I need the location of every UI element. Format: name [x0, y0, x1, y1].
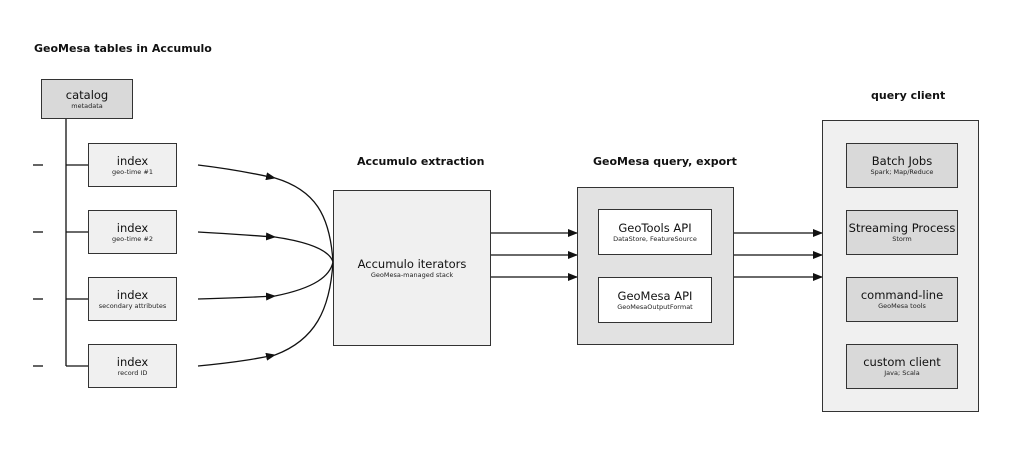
- client-title-text: Batch Jobs: [871, 154, 933, 168]
- iterators-subtitle: GeoMesa-managed stack: [370, 270, 454, 279]
- extraction-title: Accumulo extraction: [357, 155, 485, 168]
- merge-curve-3: [274, 261, 334, 297]
- geomesa-api-box: GeoMesa API GeoMesaOutputFormat: [598, 277, 712, 323]
- index-arrow-1: [197, 164, 276, 181]
- client-box-streaming-process: Streaming Process Storm: [846, 210, 958, 255]
- geotools-api-box: GeoTools API DataStore, FeatureSource: [598, 209, 712, 255]
- index-title: index: [116, 153, 149, 168]
- index-arrow-3: [197, 292, 276, 301]
- catalog-subtitle: metadata: [71, 101, 103, 110]
- index-subtitle: geo-time #2: [112, 234, 153, 243]
- index-subtitle: geo-time #1: [112, 167, 153, 176]
- index-box-secondary-attributes: index secondary attributes: [88, 277, 177, 321]
- client-subtitle-text: GeoMesa tools: [878, 302, 926, 310]
- tables-title: GeoMesa tables in Accumulo: [34, 42, 212, 55]
- client-title-text: command-line: [860, 288, 944, 302]
- client-subtitle-text: Spark; Map/Reduce: [870, 168, 934, 176]
- index-title: index: [116, 354, 149, 369]
- client-box-batch-jobs: Batch Jobs Spark; Map/Reduce: [846, 143, 958, 188]
- merge-curve-4: [274, 261, 334, 356]
- index-subtitle: record ID: [117, 368, 148, 377]
- client-title-text: custom client: [863, 355, 941, 369]
- index-box-geo-time-1: index geo-time #1: [88, 143, 177, 187]
- client-title-text: Streaming Process: [848, 221, 956, 235]
- index-title: index: [116, 220, 149, 235]
- client-box-command-line: command-line GeoMesa tools: [846, 277, 958, 322]
- iterators-title: Accumulo iterators: [357, 256, 467, 271]
- index-box-geo-time-2: index geo-time #2: [88, 210, 177, 254]
- iterators-box: Accumulo iterators GeoMesa-managed stack: [333, 190, 491, 346]
- query-title: GeoMesa query, export: [593, 155, 737, 168]
- client-title: query client: [871, 89, 946, 102]
- index-arrow-4: [197, 352, 276, 367]
- catalog-box: catalog metadata: [41, 79, 133, 119]
- client-subtitle-text: Java; Scala: [884, 369, 920, 377]
- client-box-custom-client: custom client Java; Scala: [846, 344, 958, 389]
- index-title: index: [116, 287, 149, 302]
- client-subtitle-text: Storm: [892, 235, 912, 243]
- geotools-api-title: GeoTools API: [618, 220, 692, 235]
- catalog-title: catalog: [65, 87, 109, 102]
- geotools-api-subtitle: DataStore, FeatureSource: [613, 234, 697, 243]
- merge-curve-1: [274, 177, 334, 263]
- index-box-record-id: index record ID: [88, 344, 177, 388]
- merge-curve-2: [274, 236, 334, 263]
- geomesa-api-title: GeoMesa API: [617, 288, 693, 303]
- index-arrow-2: [197, 231, 276, 241]
- index-subtitle: secondary attributes: [98, 301, 167, 310]
- geomesa-api-subtitle: GeoMesaOutputFormat: [617, 302, 693, 311]
